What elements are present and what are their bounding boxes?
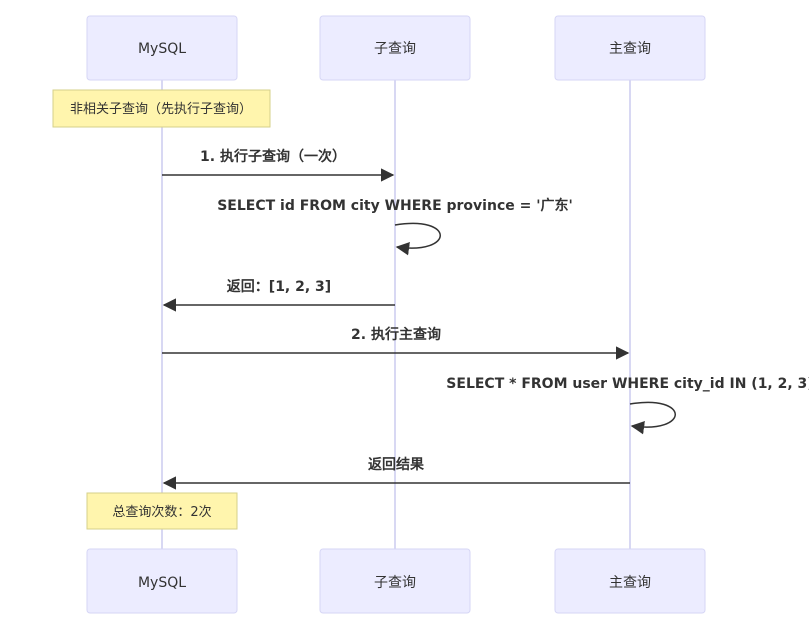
- actor-mainquery-top: 主查询: [554, 15, 706, 81]
- message-subquery-sql-label: SELECT id FROM city WHERE province = '广东…: [217, 197, 573, 214]
- message-return-result-label: 返回结果: [368, 456, 425, 473]
- note-query-count: 总查询次数：2次: [86, 492, 238, 530]
- actor-mysql-bottom-label: MySQL: [138, 575, 186, 591]
- note-non-correlated: 非相关子查询（先执行子查询）: [52, 89, 271, 128]
- actor-subquery-bottom: 子查询: [319, 548, 471, 614]
- message-return-ids-label: 返回：[1, 2, 3]: [227, 278, 331, 295]
- note-non-correlated-text: 非相关子查询（先执行子查询）: [70, 102, 252, 117]
- message-mainquery-self-loop: [629, 401, 676, 435]
- actor-subquery-top-label: 子查询: [374, 41, 416, 57]
- message-subquery-self-loop: [394, 222, 441, 256]
- message-execute-subquery-label: 1. 执行子查询（一次）: [200, 148, 346, 165]
- actor-mysql-top: MySQL: [86, 15, 238, 81]
- note-query-count-text: 总查询次数：2次: [112, 504, 211, 520]
- actor-mainquery-bottom-label: 主查询: [609, 575, 651, 591]
- actor-mainquery-top-label: 主查询: [609, 41, 651, 57]
- actor-mysql-top-label: MySQL: [138, 41, 186, 57]
- actor-mysql-bottom: MySQL: [86, 548, 238, 614]
- actor-mainquery-bottom: 主查询: [554, 548, 706, 614]
- message-execute-mainquery-label: 2. 执行主查询: [351, 326, 441, 343]
- message-mainquery-sql-label: SELECT * FROM user WHERE city_id IN (1, …: [446, 376, 809, 392]
- actor-subquery-top: 子查询: [319, 15, 471, 81]
- actor-subquery-bottom-label: 子查询: [374, 575, 416, 591]
